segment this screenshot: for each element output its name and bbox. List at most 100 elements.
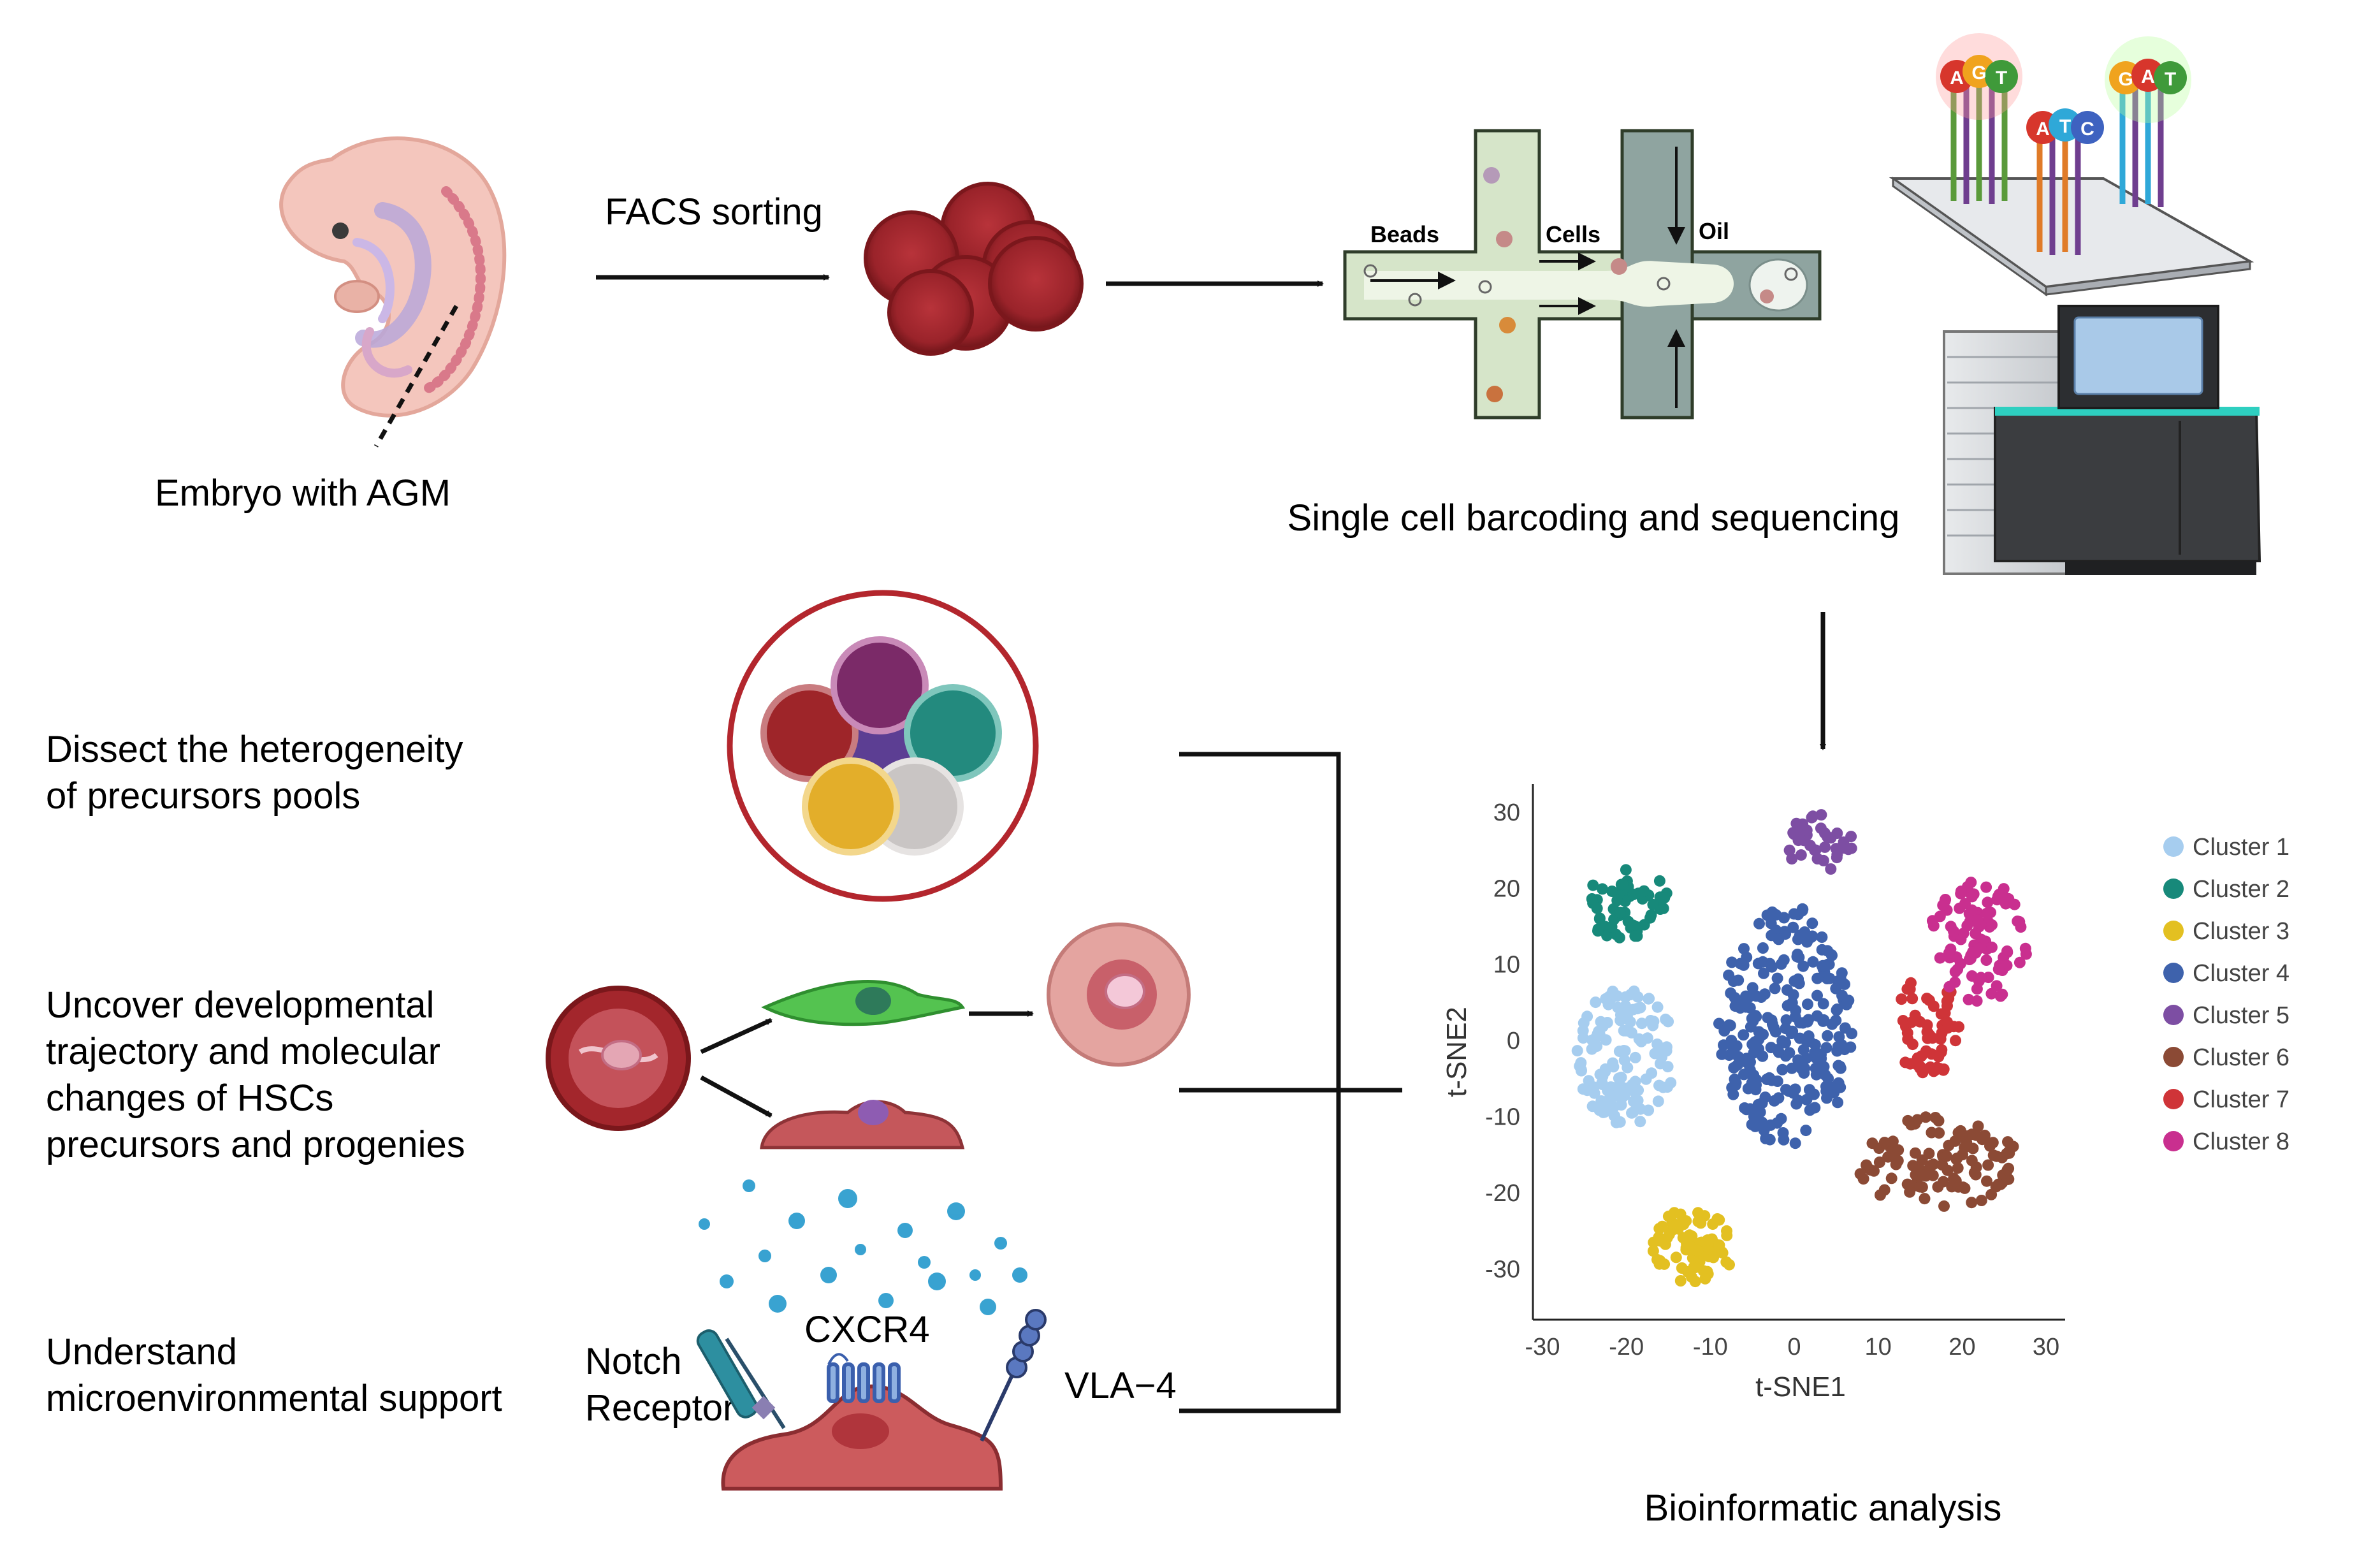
y-tick-label: -20	[1485, 1180, 1520, 1207]
scatter-point	[1832, 1097, 1844, 1109]
scatter-point	[1611, 1089, 1623, 1101]
scatter-point	[1830, 1014, 1842, 1026]
scatter-point	[1765, 917, 1777, 930]
scatter-point	[1987, 1149, 1999, 1162]
scatter-point	[1975, 1195, 1987, 1206]
scatter-point	[1811, 972, 1824, 984]
scatter-point	[1795, 826, 1807, 838]
scatter-point	[1830, 982, 1842, 995]
scatter-point	[1783, 1047, 1796, 1059]
scatter-point	[1692, 1207, 1704, 1219]
scatter-point	[1981, 1175, 1992, 1187]
scatter-point	[1934, 1033, 1947, 1045]
scatter-point	[1906, 993, 1919, 1005]
scatter-point	[1792, 973, 1804, 985]
goal-microenvironment: Understand microenvironmental support	[46, 1331, 502, 1419]
scatter-point	[1657, 1081, 1669, 1093]
scatter-point	[1745, 1056, 1756, 1068]
scatter-point	[1807, 956, 1819, 968]
scatter-point	[1933, 1051, 1945, 1063]
scatter-point	[1790, 1004, 1802, 1016]
scatter-point	[1729, 992, 1741, 1003]
scatter-point	[1658, 892, 1671, 904]
x-tick-label: -30	[1525, 1334, 1560, 1360]
scatter-point	[2014, 915, 2026, 928]
scatter-point	[1776, 1035, 1789, 1047]
scatter-point	[1629, 1084, 1640, 1096]
scatter-point	[1806, 812, 1818, 824]
scatter-point	[1609, 989, 1622, 1002]
beads-label: Beads	[1370, 221, 1439, 247]
scatter-point	[1914, 1181, 1926, 1193]
scatter-point	[1653, 1231, 1665, 1243]
scatter-point	[1593, 913, 1606, 925]
scatter-point	[1955, 887, 1967, 900]
scatter-point	[1764, 1134, 1776, 1146]
scatter-point	[1721, 1225, 1732, 1237]
scatter-point	[1612, 1002, 1624, 1014]
scatter-point	[1647, 898, 1659, 910]
scatter-point	[1758, 967, 1769, 979]
x-tick-label: 0	[1787, 1334, 1801, 1360]
facs-sorting-label: FACS sorting	[605, 191, 823, 233]
scatter-point	[1972, 1120, 1984, 1132]
scatter-point	[1878, 1137, 1890, 1149]
scatter-point	[1943, 1139, 1955, 1151]
scatter-point	[1725, 1035, 1738, 1047]
scatter-point	[1790, 1098, 1803, 1110]
scatter-point	[1822, 1072, 1834, 1084]
scatter-point	[1965, 877, 1977, 889]
scatter-point	[1904, 983, 1916, 995]
scatter-point	[1815, 1049, 1827, 1061]
scatter-point	[1952, 1127, 1964, 1139]
scatter-point	[1607, 1101, 1620, 1113]
scatter-point	[1738, 943, 1750, 955]
scatter-point	[1787, 921, 1799, 933]
y-tick-label: -10	[1485, 1104, 1520, 1130]
scatter-point	[1806, 917, 1818, 930]
scatter-point	[1998, 883, 2010, 895]
scatter-point	[1822, 945, 1834, 957]
scatter-point	[1606, 886, 1618, 897]
scatter-point	[1816, 931, 1828, 943]
scatter-point	[1747, 1015, 1759, 1027]
scatter-point	[1892, 1144, 1905, 1156]
cluster-series	[1647, 1207, 1735, 1288]
scatter-point	[1690, 1244, 1702, 1257]
cluster-series	[1586, 864, 1673, 944]
scatter-point	[1629, 930, 1641, 942]
legend-swatch	[2163, 1089, 2184, 1109]
scatter-point	[1961, 920, 1973, 932]
scatter-point	[1769, 982, 1781, 995]
scatter-point	[1753, 917, 1765, 930]
scatter-point	[1934, 952, 1946, 964]
scatter-point	[1581, 1010, 1593, 1023]
scatter-point	[1627, 919, 1639, 931]
scatter-point	[1904, 1186, 1916, 1198]
scatter-point	[1937, 900, 1949, 911]
scatter-point	[1802, 998, 1813, 1010]
scatter-point	[1905, 1016, 1917, 1028]
precursor-pool-icon	[727, 590, 1039, 902]
goal-3-line-2: microenvironmental support	[46, 1378, 502, 1419]
microfluidic-chip	[1343, 129, 1822, 419]
cluster-series	[1783, 809, 1857, 875]
scatter-point	[1990, 1181, 2002, 1193]
scatter-point	[1804, 1104, 1816, 1116]
scatter-point	[1741, 1104, 1752, 1116]
scatter-point	[1771, 1117, 1783, 1129]
scatter-point	[1677, 1232, 1689, 1244]
scatter-point	[1839, 1022, 1851, 1034]
cxcr4-label: CXCR4	[804, 1309, 930, 1350]
scatter-point	[1597, 1106, 1609, 1118]
y-tick-label: 10	[1493, 952, 1520, 979]
scatter-point	[1786, 1062, 1798, 1074]
scatter-point	[1950, 1035, 1961, 1047]
scatter-point	[1588, 1081, 1600, 1093]
scatter-point	[1831, 852, 1843, 864]
scatter-point	[1773, 933, 1785, 945]
scatter-point	[1811, 989, 1823, 1002]
scatter-point	[1662, 1061, 1674, 1073]
scatter-point	[1757, 1028, 1769, 1040]
legend-label: Cluster 3	[2193, 918, 2289, 945]
